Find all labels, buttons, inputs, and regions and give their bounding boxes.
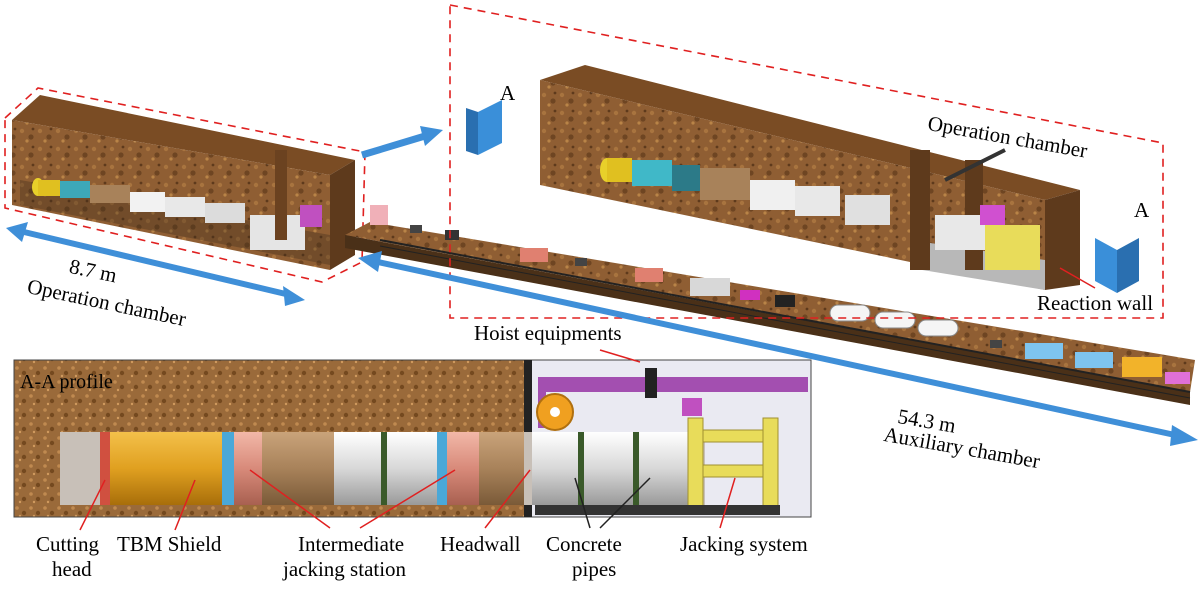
auxiliary-chamber-model (345, 205, 1195, 405)
headwall-label: Headwall (440, 532, 521, 556)
intermediate-label-line2: jacking station (283, 557, 407, 581)
section-marker-left (466, 100, 502, 155)
concrete-pipes-label-line2: pipes (572, 557, 617, 581)
operation-chamber-detail-model (540, 65, 1080, 290)
dimension-arrow-operation (6, 222, 305, 306)
operation-chamber-left-dashed-outline (4, 87, 366, 283)
section-marker-left-label: A (500, 81, 516, 105)
reaction-wall-label: Reaction wall (1037, 291, 1154, 315)
concrete-pipes-label-line1: Concrete (546, 532, 622, 556)
cutting-head-label-line1: Cutting (36, 532, 100, 556)
profile-section (13, 349, 812, 531)
intermediate-label-line1: Intermediate (298, 532, 405, 556)
operation-chamber-left-model (12, 95, 355, 270)
section-marker-right (1095, 238, 1139, 293)
hoist-equipments-label: Hoist equipments (474, 321, 622, 345)
dimension-arrow-auxiliary (358, 251, 1198, 446)
tbm-shield-label: TBM Shield (117, 532, 222, 556)
pointer-arrow-to-detail (360, 126, 443, 159)
operation-chamber-detail-dashed-outline (449, 4, 1164, 319)
reaction-wall-pointer (1059, 267, 1096, 289)
cutting-head-label-line2: head (52, 557, 92, 581)
jacking-system-label: Jacking system (680, 532, 808, 556)
section-marker-right-label: A (1134, 198, 1150, 222)
profile-title-label: A-A profile (20, 371, 113, 393)
